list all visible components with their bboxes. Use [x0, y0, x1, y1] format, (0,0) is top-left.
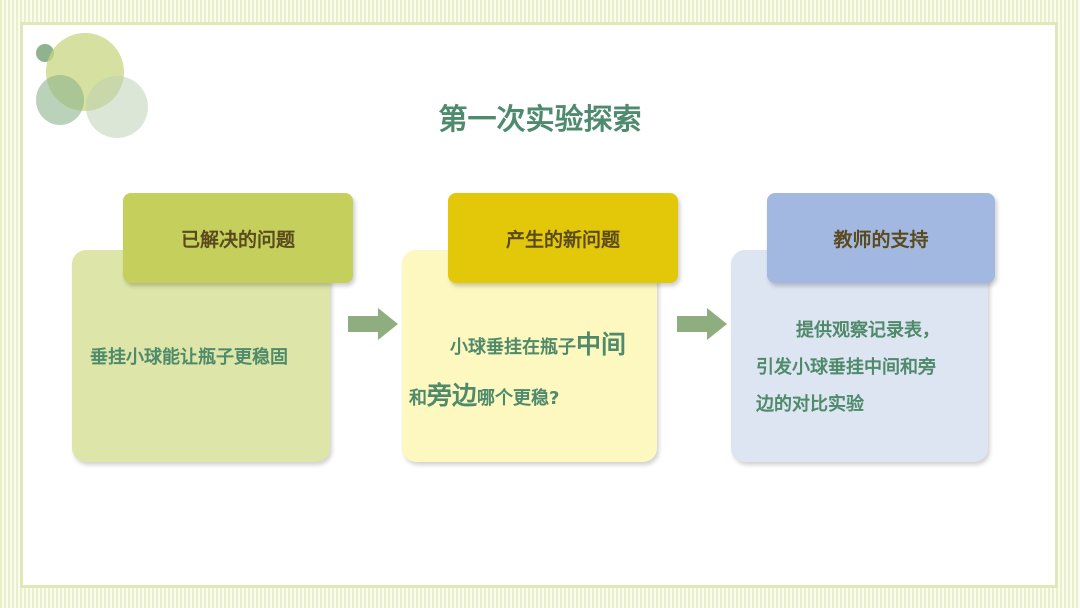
step-header: 产生的新问题: [448, 193, 678, 283]
right-arrow-icon: [677, 308, 727, 340]
step-text-line: 小球垂挂在瓶子中间: [450, 330, 627, 359]
step-header: 已解决的问题: [123, 193, 353, 283]
step-text-line: 和旁边哪个更稳?: [409, 381, 560, 410]
step-text-line: 边的对比实验: [756, 394, 864, 415]
slide-title: 第一次实验探索: [438, 102, 642, 136]
right-arrow-icon: [348, 308, 398, 340]
step-text-line: 引发小球垂挂中间和旁: [756, 357, 936, 378]
step-text: 垂挂小球能让瓶子更稳固: [90, 347, 288, 368]
step-header: 教师的支持: [767, 193, 995, 283]
step-text-line: 提供观察记录表，: [796, 320, 940, 341]
